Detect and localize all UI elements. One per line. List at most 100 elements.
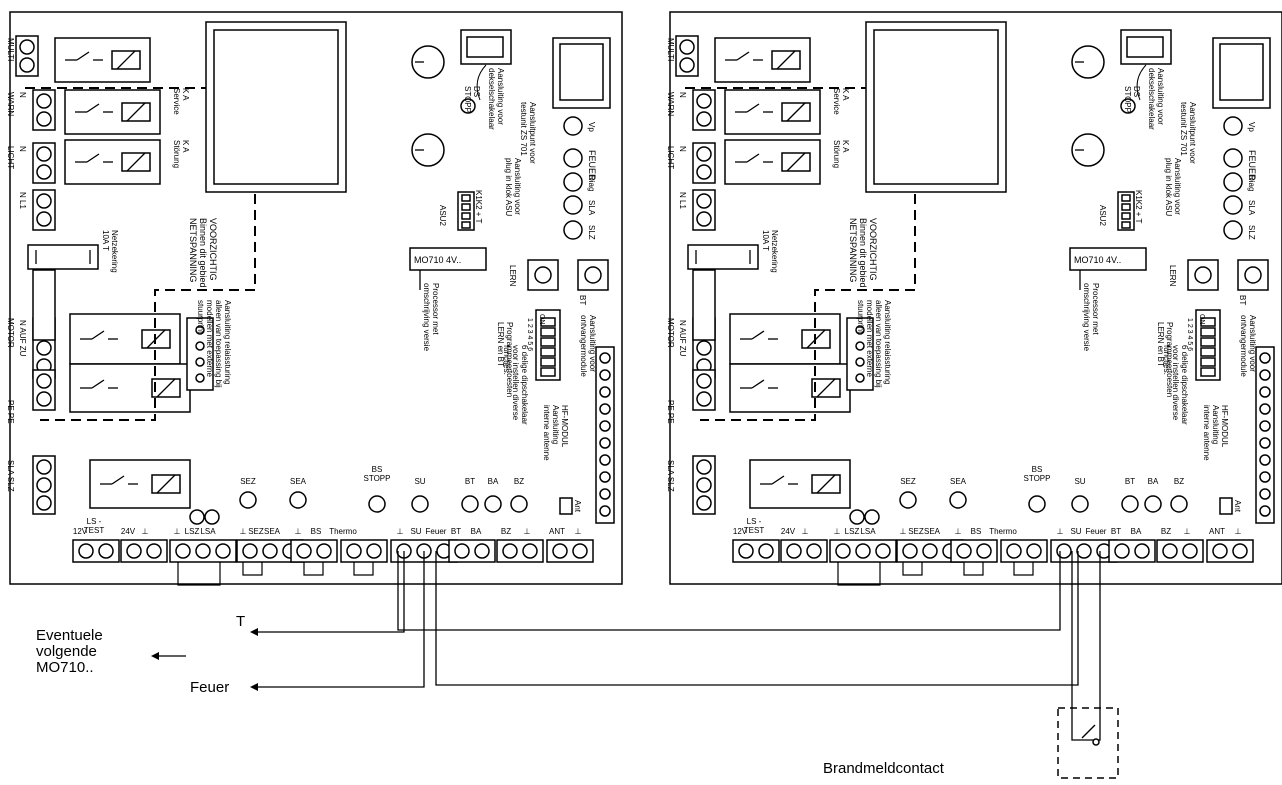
label-warn: WARN — [666, 92, 675, 116]
label-multi: MULTI — [666, 38, 675, 61]
svg-text:Processor met: Processor met — [1091, 283, 1100, 335]
svg-text:TEST: TEST — [84, 526, 105, 535]
transformer-inner — [213, 29, 339, 185]
netspanning-area — [685, 87, 916, 421]
svg-text:Aansluiting voor: Aansluiting voor — [496, 68, 505, 125]
terminal-label: ⊥ — [240, 527, 247, 536]
deksel-inner — [1126, 36, 1164, 58]
svg-text:ANT: ANT — [1209, 527, 1225, 536]
terminal-label: 24V — [121, 527, 136, 536]
svg-text:12V: 12V — [73, 527, 88, 536]
label-mo710: MO710 4V.. — [414, 255, 461, 265]
label-n-l1: N L1 — [18, 192, 27, 209]
svg-text:24V: 24V — [781, 527, 796, 536]
terminal-label: BA — [1131, 527, 1142, 536]
svg-text:FEUER: FEUER — [1247, 150, 1257, 181]
label-licht: LICHT — [6, 146, 15, 169]
led-2 — [368, 495, 386, 513]
terminal-licht — [32, 142, 56, 184]
svg-text:6 delige dipschakelaar: 6 delige dipschakelaar — [520, 345, 529, 425]
svg-text:SU: SU — [1070, 527, 1081, 536]
svg-text:BZ: BZ — [501, 527, 511, 536]
svg-text:Aansluiting voor: Aansluiting voor — [1173, 158, 1182, 215]
svg-text:plug in klok ASU: plug in klok ASU — [504, 158, 513, 216]
terminal-label: BS — [311, 527, 322, 536]
svg-text:ontvangermodule: ontvangermodule — [1239, 315, 1248, 377]
svg-text:Aansluiting relaissturing: Aansluiting relaissturing — [883, 300, 892, 385]
terminal-multi — [675, 35, 699, 77]
svg-text:N AUF ZU: N AUF ZU — [678, 320, 687, 357]
terminal-group — [290, 539, 338, 563]
led-status — [1223, 195, 1243, 215]
fuse-netzekering — [27, 244, 99, 270]
svg-text:10A T: 10A T — [761, 230, 770, 251]
svg-text:MOTOR: MOTOR — [666, 318, 675, 348]
led-status — [1223, 172, 1243, 192]
terminal-label: SEA — [924, 527, 941, 536]
led-lsa — [864, 509, 880, 525]
svg-text:N: N — [18, 146, 27, 152]
svg-text:Aansluitpunt voor: Aansluitpunt voor — [1188, 102, 1197, 164]
svg-text:LSA: LSA — [860, 527, 876, 536]
svg-text:K A: K A — [181, 88, 190, 101]
svg-text:ON: ON — [538, 314, 545, 325]
svg-text:BT: BT — [465, 477, 475, 486]
processor-chip — [1069, 247, 1147, 271]
svg-text:ASU2: ASU2 — [438, 205, 447, 226]
svg-text:STOPP: STOPP — [1123, 86, 1132, 113]
svg-text:Aansluiting voor: Aansluiting voor — [513, 158, 522, 215]
svg-text:BT: BT — [1125, 477, 1135, 486]
label-led: BT — [1125, 477, 1135, 486]
label-led: SU — [1074, 477, 1085, 486]
svg-text:BA: BA — [1148, 477, 1159, 486]
label-brandmeldcontact: Brandmeldcontact — [823, 760, 945, 777]
svg-text:Service: Service — [832, 88, 841, 115]
svg-text:12V: 12V — [733, 527, 748, 536]
label-n: N — [678, 92, 687, 98]
terminal-label: SU — [1070, 527, 1081, 536]
svg-text:BZ: BZ — [1174, 477, 1184, 486]
svg-text:testunit ZS 701: testunit ZS 701 — [519, 102, 528, 156]
svg-text:NETSPANNING: NETSPANNING — [848, 218, 858, 282]
wire-t — [254, 551, 405, 633]
svg-text:omschrijving versie: omschrijving versie — [422, 283, 431, 352]
svg-text:BZ: BZ — [514, 477, 524, 486]
svg-text:stuurprint: stuurprint — [196, 300, 205, 334]
terminal-label: ⊥ — [802, 527, 809, 536]
svg-text:⊥: ⊥ — [1184, 527, 1191, 536]
svg-text:⊥: ⊥ — [240, 527, 247, 536]
led-ds-stopp — [1120, 98, 1136, 114]
arrow — [476, 64, 487, 101]
label-dip-on: ON — [1198, 314, 1205, 325]
svg-text:DS: DS — [1132, 86, 1141, 97]
antenna-connector — [559, 497, 573, 515]
contact-point — [1092, 738, 1100, 746]
svg-text:SU: SU — [414, 477, 425, 486]
terminal-label: LSZ — [185, 527, 200, 536]
terminal-label: ⊥ — [834, 527, 841, 536]
svg-text:SLA: SLA — [587, 200, 596, 216]
svg-text:voor instellen diverse: voor instellen diverse — [511, 345, 520, 421]
arrow-feuer — [250, 683, 258, 691]
svg-text:K1K2 + T: K1K2 + T — [1134, 190, 1143, 224]
terminal-label: LSZ — [845, 527, 860, 536]
label-led: BZ — [514, 477, 524, 486]
label-diag: Diag — [1247, 175, 1256, 191]
led-5 — [1144, 495, 1162, 513]
terminal-label: SEZ — [908, 527, 924, 536]
terminal-group — [120, 539, 168, 563]
svg-text:BS: BS — [1032, 465, 1043, 474]
svg-text:MO710..: MO710.. — [36, 659, 94, 676]
svg-text:N AUF ZU: N AUF ZU — [18, 320, 27, 357]
svg-text:dekselschakelaar: dekselschakelaar — [1147, 68, 1156, 130]
label-sla: SLA — [587, 200, 596, 216]
contact-switch — [1081, 724, 1096, 739]
svg-text:MO710 4V..: MO710 4V.. — [1074, 255, 1121, 265]
